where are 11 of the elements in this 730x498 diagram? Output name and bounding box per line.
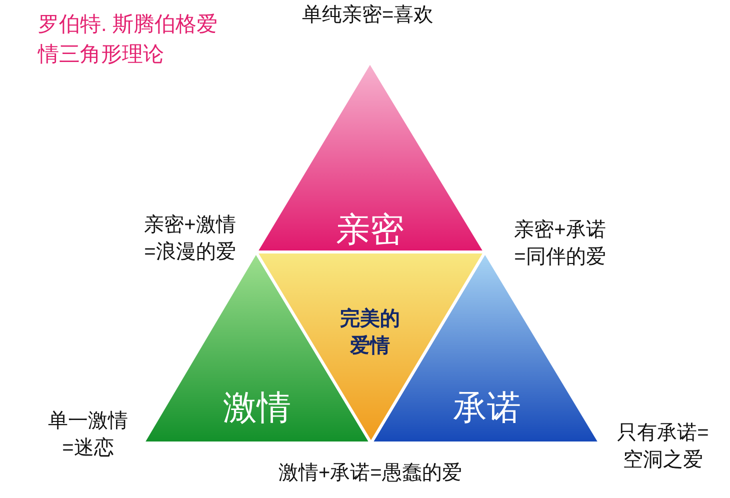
triangle-label: 承诺 [452,388,522,429]
corner-note: 亲密+承诺=同伴的爱 [513,218,607,270]
triangle-label: 激情 [222,388,292,429]
triangle-label: 完美的爱情 [339,306,401,359]
title: 罗伯特. 斯腾伯格爱情三角形理论 [38,12,219,68]
triangle-label: 亲密 [335,210,405,251]
corner-note: 亲密+激情=浪漫的爱 [143,213,237,265]
corner-note: 单一激情=迷恋 [47,409,129,461]
corner-note: 单纯亲密=喜欢 [302,3,434,28]
corner-note: 激情+承诺=愚蠢的爱 [278,461,462,486]
corner-note: 只有承诺=空洞之爱 [616,421,710,473]
